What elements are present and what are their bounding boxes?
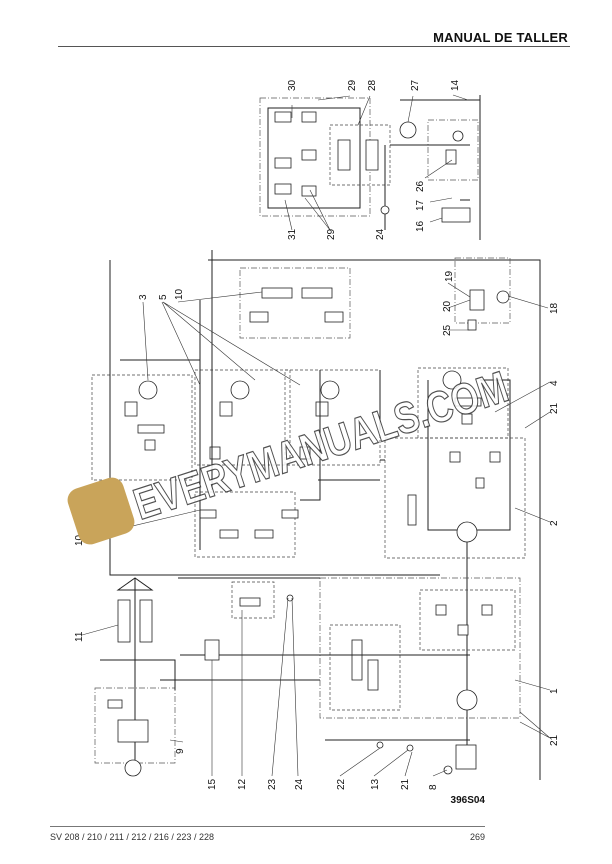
callout-5: 5 [158, 294, 169, 300]
callout-9: 9 [175, 748, 186, 754]
callout-13: 13 [370, 778, 381, 790]
callout-30: 30 [287, 79, 298, 91]
page-header-title: MANUAL DE TALLER [433, 30, 568, 45]
leader-lines [81, 94, 551, 777]
callout-17: 17 [415, 199, 426, 211]
callout-18: 18 [549, 302, 560, 314]
callout-14: 14 [450, 79, 461, 91]
callout-4: 4 [549, 380, 560, 386]
callout-2: 2 [549, 520, 560, 526]
callout-10b: 10 [74, 534, 85, 546]
upper-valve-group [208, 95, 541, 780]
callout-19: 19 [444, 270, 455, 282]
callout-29b: 29 [326, 228, 337, 240]
callout-12: 12 [237, 778, 248, 790]
callout-24: 24 [375, 228, 386, 240]
watermark: EVERYMANUALS.COM [67, 362, 515, 545]
footer-models: SV 208 / 210 / 211 / 212 / 216 / 223 / 2… [50, 832, 214, 842]
callout-29: 29 [347, 79, 358, 91]
callout-8: 8 [428, 784, 439, 790]
callout-21c: 21 [400, 778, 411, 790]
callout-20: 20 [442, 300, 453, 312]
callout-3: 3 [138, 294, 149, 300]
callout-28: 28 [367, 79, 378, 91]
page-number: 269 [469, 832, 485, 842]
callout-1: 1 [549, 688, 560, 694]
callout-11: 11 [74, 631, 85, 642]
callout-15: 15 [207, 778, 218, 790]
callout-23: 23 [267, 778, 278, 790]
figure-code: 396S04 [450, 795, 485, 806]
callout-labels: 30 29 28 27 14 26 17 16 24 31 29 3 5 10 … [74, 79, 560, 790]
callout-21: 21 [549, 402, 560, 414]
watermark-logo-icon [67, 477, 135, 545]
callout-31: 31 [287, 228, 298, 240]
callout-27: 27 [410, 79, 421, 91]
callout-16: 16 [415, 220, 426, 232]
callout-25: 25 [442, 324, 453, 336]
callout-10: 10 [174, 288, 185, 300]
right-valve-group [380, 257, 526, 690]
middle-valve-bank [91, 250, 440, 576]
drive-motor-group [94, 577, 320, 777]
header-divider [58, 46, 570, 47]
callout-26: 26 [415, 180, 426, 192]
callout-22: 22 [336, 778, 347, 790]
callout-24b: 24 [294, 778, 305, 790]
lower-valve-group [178, 577, 521, 775]
footer-divider [50, 826, 485, 827]
callout-21b: 21 [549, 734, 560, 746]
